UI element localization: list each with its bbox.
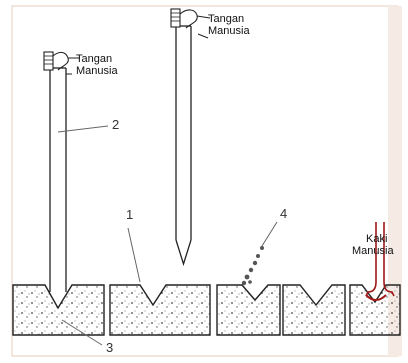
foot-label-line-2: Manusia: [352, 245, 394, 257]
hand-top-label-line-1: Tangan: [208, 13, 250, 25]
number-2: 2: [112, 117, 119, 132]
hand-top-label-line-2: Manusia: [208, 25, 250, 37]
number-4: 4: [280, 206, 287, 221]
foot-label: Kaki Manusia: [352, 233, 394, 257]
number-1: 1: [126, 207, 133, 222]
hand-top-label: Tangan Manusia: [208, 13, 250, 37]
hand-left-label-line-2: Manusia: [76, 65, 118, 77]
foot-label-line-1: Kaki: [352, 233, 394, 245]
hand-left-label-line-1: Tangan: [76, 53, 118, 65]
hand-left-label: Tangan Manusia: [76, 53, 118, 77]
soil-block-3: [217, 285, 280, 335]
number-3: 3: [106, 340, 113, 355]
